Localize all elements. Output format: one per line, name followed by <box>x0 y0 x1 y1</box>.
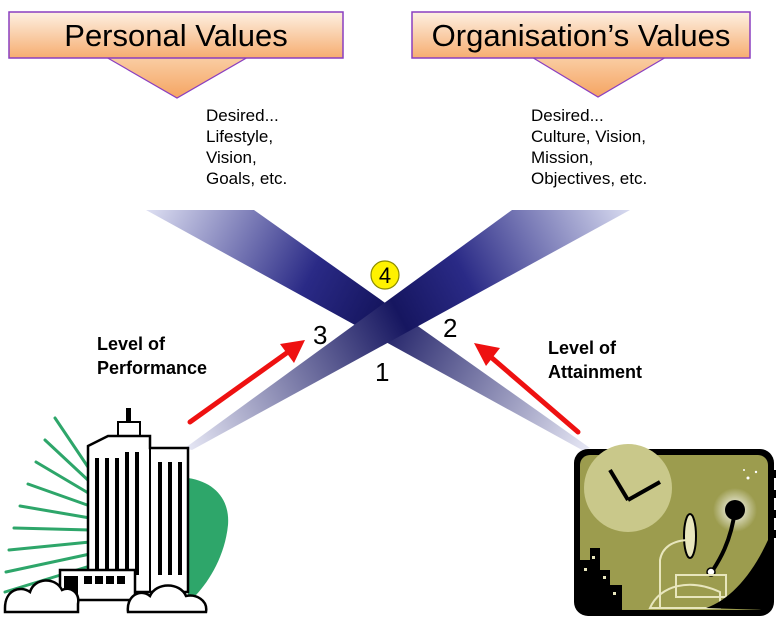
organisation-values-title: Organisation’s Values <box>432 18 731 53</box>
performance-label-line: Level of <box>97 334 166 354</box>
personal-desc-line: Desired... <box>206 106 279 125</box>
office-building-icon <box>3 408 229 614</box>
personal-desc-line: Goals, etc. <box>206 169 287 188</box>
organisation-values-beam <box>185 210 630 450</box>
personal-values-header: Personal Values <box>8 11 344 99</box>
clock-planet-night-scene-icon <box>574 444 776 616</box>
crossing-beams <box>146 210 630 450</box>
organisation-values-box <box>411 11 751 59</box>
personal-desc-line: Lifestyle, <box>206 127 273 146</box>
level-of-attainment-label: Level of Attainment <box>548 338 642 382</box>
zone-number-2: 2 <box>443 313 457 343</box>
intersection-badge: 4 <box>370 260 400 290</box>
zone-number-1: 1 <box>375 357 389 387</box>
performance-arrow-icon <box>187 340 305 425</box>
organisation-desc-line: Desired... <box>531 106 604 125</box>
personal-values-title: Personal Values <box>64 18 287 53</box>
level-of-performance-label: Level of Performance <box>97 334 207 378</box>
zone-number-3: 3 <box>313 320 327 350</box>
performance-label-line: Performance <box>97 358 207 378</box>
personal-desc-line: Vision, <box>206 148 257 167</box>
badge-number-4: 4 <box>379 263 391 288</box>
organisation-description: Desired... Culture, Vision, Mission, Obj… <box>531 106 647 188</box>
personal-values-box <box>8 11 344 59</box>
organisation-values-header: Organisation’s Values <box>411 11 751 98</box>
personal-description: Desired... Lifestyle, Vision, Goals, etc… <box>206 106 287 188</box>
organisation-desc-line: Mission, <box>531 148 593 167</box>
attainment-label-line: Level of <box>548 338 617 358</box>
attainment-label-line: Attainment <box>548 362 642 382</box>
attainment-arrow-icon <box>474 343 581 435</box>
organisation-desc-line: Culture, Vision, <box>531 127 646 146</box>
organisation-desc-line: Objectives, etc. <box>531 169 647 188</box>
